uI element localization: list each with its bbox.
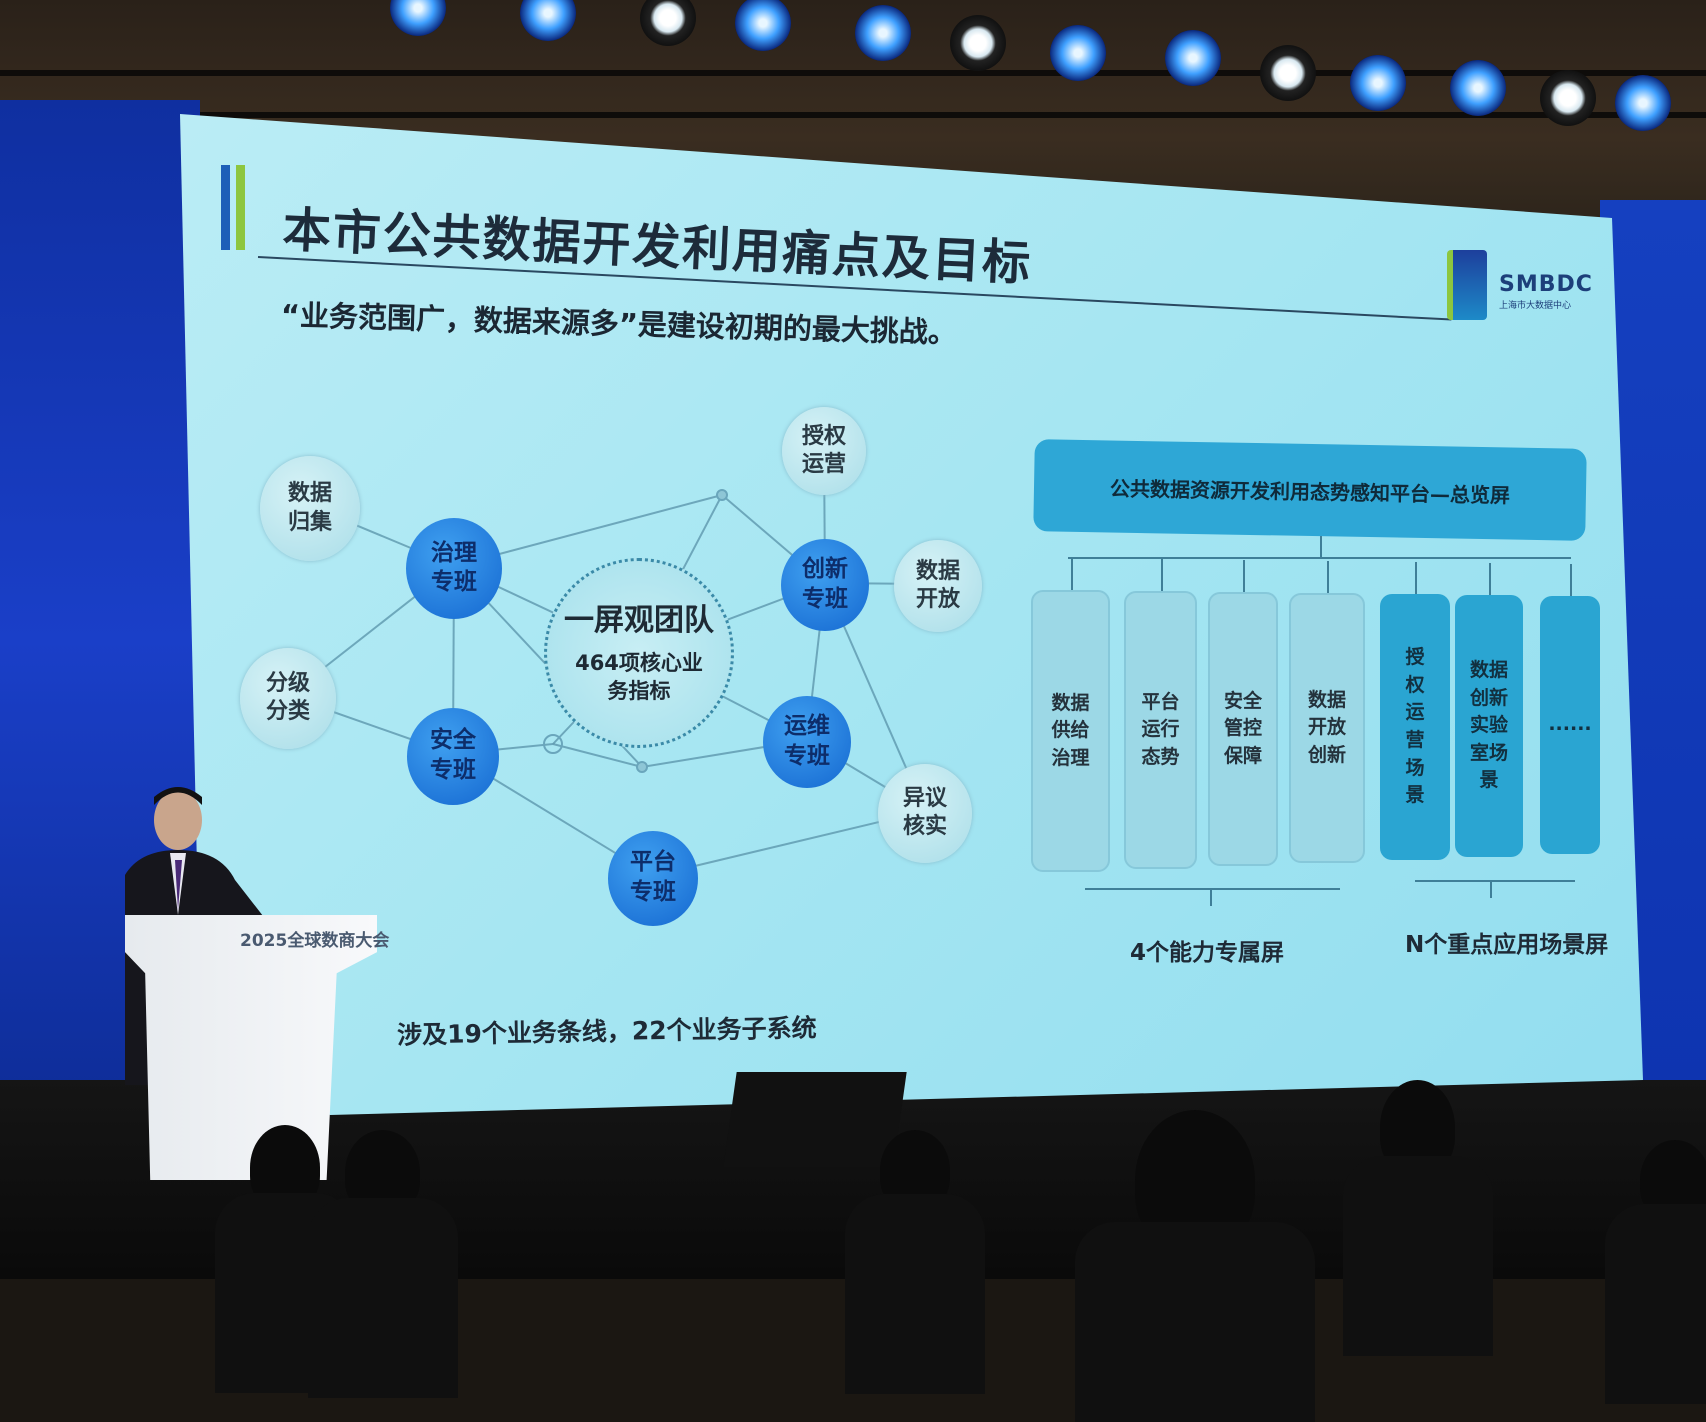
audience-body: [1075, 1222, 1315, 1422]
podium-sign: 2025全球数商大会: [240, 931, 390, 951]
connector-line: [1320, 536, 1322, 558]
capability-screen-box: 数据 开放 创新: [1289, 593, 1365, 863]
connector-line: [1490, 880, 1492, 898]
capability-screen-box: 安全 管控 保障: [1208, 592, 1278, 866]
network-edge: [552, 743, 643, 768]
scenario-screen-box: ......: [1540, 596, 1600, 854]
logo-subtext: 上海市大数据中心: [1499, 301, 1572, 311]
audience-body: [1342, 1156, 1493, 1356]
smbdc-logo: SMBDC 上海市大数据中心: [1447, 250, 1607, 322]
scenario-screens-label: N个重点应用场景屏: [1405, 932, 1609, 958]
connector-line: [1070, 558, 1073, 590]
junction-dot: [716, 489, 728, 501]
junction-dot: [636, 761, 648, 773]
network-node: 分级 分类: [240, 648, 336, 749]
audience-body: [845, 1194, 985, 1394]
truss-beam: [0, 70, 1706, 76]
connector-line: [1415, 562, 1417, 594]
network-node: 运维 专班: [763, 696, 851, 789]
scenario-screen-box: 授 权 运 营 场 景: [1380, 594, 1450, 860]
stage-light: [735, 0, 791, 51]
overview-screen-banner: 公共数据资源开发利用态势感知平台—总览屏: [1033, 439, 1587, 541]
stage-monitor-speaker: [723, 1072, 907, 1167]
title-accent-bar: [236, 165, 245, 250]
center-node-subtitle: 464项核心业 务指标: [575, 651, 703, 703]
stage-light: [1050, 25, 1106, 81]
stage-light: [1165, 30, 1221, 86]
network-node: 授权 运营: [782, 407, 866, 496]
connector-line: [1068, 557, 1571, 559]
connector-line: [1415, 880, 1575, 882]
scenario-screen-box: 数据 创新 实验 室场 景: [1455, 595, 1523, 857]
center-node-title: 一屏观团队: [564, 603, 714, 639]
connector-line: [1327, 561, 1329, 593]
network-node: 治理 专班: [406, 518, 502, 619]
network-node: 数据 开放: [894, 540, 982, 633]
connector-line: [1210, 888, 1212, 906]
connector-line: [1160, 559, 1163, 591]
capability-screen-box: 数据 供给 治理: [1031, 590, 1110, 872]
stage-light: [855, 5, 911, 61]
network-node: 数据 归集: [260, 456, 360, 561]
stage-light: [1540, 70, 1596, 126]
network-node: 安全 专班: [407, 708, 499, 805]
stage-light: [950, 15, 1006, 71]
truss-beam: [0, 112, 1706, 118]
connector-line: [1570, 564, 1572, 596]
stage-light: [1450, 60, 1506, 116]
center-node: 一屏观团队 464项核心业 务指标: [544, 558, 734, 748]
logo-mark-icon: [1447, 250, 1487, 320]
capability-screen-box: 平台 运行 态势: [1124, 591, 1197, 869]
network-node: 平台 专班: [608, 831, 698, 926]
slide-footnote: 涉及19个业务条线，22个业务子系统: [396, 1013, 817, 1050]
connector-line: [1085, 888, 1340, 890]
title-accent-bar: [221, 165, 230, 250]
connector-line: [1489, 563, 1491, 595]
logo-text: SMBDC: [1499, 272, 1593, 297]
audience-body: [307, 1198, 458, 1398]
connector-line: [1243, 560, 1245, 592]
stage-light: [1350, 55, 1406, 111]
junction-dot: [543, 734, 563, 754]
stage-light: [1260, 45, 1316, 101]
stage-light: [1615, 75, 1671, 131]
network-node: 异议 核实: [878, 764, 972, 863]
stage-light: [640, 0, 696, 46]
network-node: 创新 专班: [781, 539, 869, 632]
capability-screens-label: 4个能力专属屏: [1130, 940, 1285, 966]
audience-body: [1605, 1204, 1706, 1404]
